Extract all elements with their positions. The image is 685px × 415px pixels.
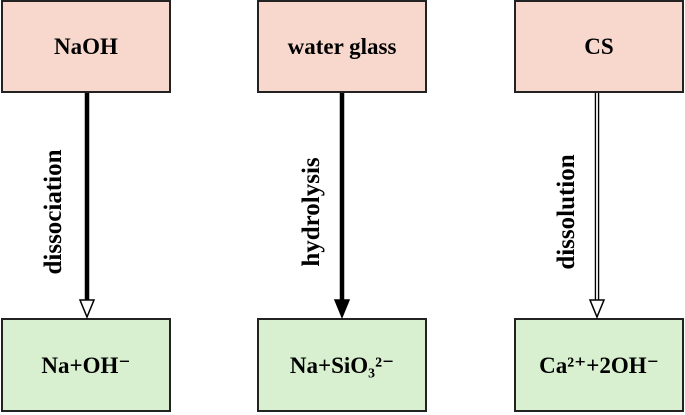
product-label: Ca²⁺+2OH⁻	[539, 352, 659, 378]
source-box-naoh: NaOH	[1, 0, 171, 93]
source-label: CS	[584, 33, 614, 59]
source-label: NaOH	[54, 33, 118, 59]
source-label: water glass	[287, 33, 397, 59]
product-label: Na+SiO₃²⁻	[289, 352, 395, 378]
product-label: Na+OH⁻	[41, 352, 131, 378]
product-box-cs: Ca²⁺+2OH⁻	[514, 318, 684, 412]
source-box-cs: CS	[514, 0, 684, 93]
arrow-dissociation	[78, 93, 96, 319]
arrow-hydrolysis	[333, 93, 351, 319]
product-box-water-glass: Na+SiO₃²⁻	[257, 318, 427, 412]
source-box-water-glass: water glass	[257, 0, 427, 93]
product-box-naoh: Na+OH⁻	[1, 318, 171, 412]
arrow-dissolution	[588, 93, 606, 319]
